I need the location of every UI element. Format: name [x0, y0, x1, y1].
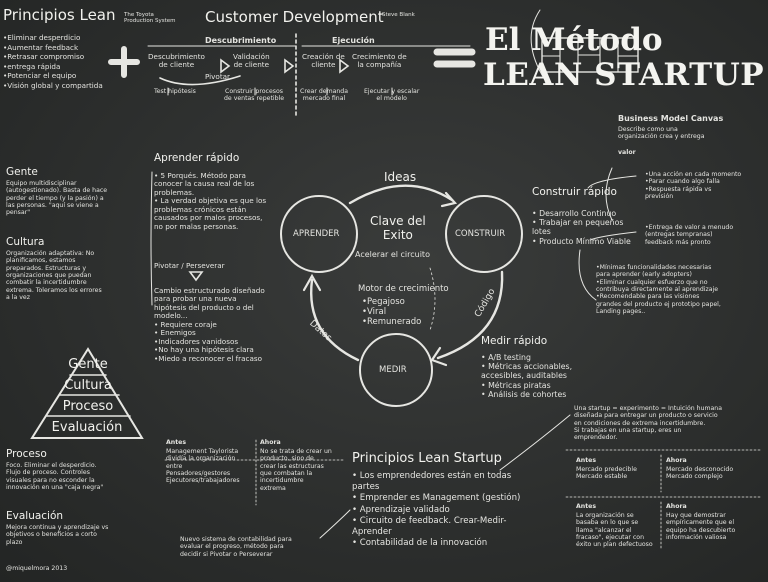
lean-principles-list: •Eliminar desperdicio •Aumentar feedback… — [3, 33, 103, 90]
process-text: Foco. Eliminar el desperdicio. Flujo de … — [6, 462, 104, 491]
step-customer-creation: Creación de cliente — [302, 52, 345, 70]
bmc-title: Business Model Canvas — [618, 114, 724, 123]
learn-items: • 5 Porqués. Método para conocer la caus… — [154, 171, 267, 231]
compare3-before: Management Taylorista dividía la organiz… — [166, 448, 240, 485]
pyramid-process: Proceso — [62, 399, 114, 414]
build-notes-2: •Entrega de valor a menudo (entregas tem… — [645, 224, 734, 246]
build-title: Construir rápido — [532, 186, 617, 198]
sub-create-demand: Crear demanda mercado final — [300, 88, 349, 103]
pivot-persevere-title: Pivotar / Perseverar — [154, 261, 225, 270]
growth-engine-items: •Pegajoso •Viral •Remunerado — [362, 297, 422, 328]
compare1-before: Mercado predecible Mercado estable — [576, 466, 637, 481]
evaluation-text: Mejora continua y aprendizaje vs objetiv… — [6, 524, 109, 546]
growth-engine-title: Motor de crecimiento — [358, 284, 449, 294]
compare1-now-heading: Ahora — [666, 457, 687, 464]
sub-sales-process: Construir procesos de ventas repetible — [224, 88, 285, 103]
people-text: Equipo multidisciplinar (autogestionado)… — [6, 180, 108, 217]
pivot-label: Pivotar — [205, 72, 231, 81]
author-credit: @miquelmora 2013 — [6, 565, 68, 572]
customer-dev-author: Steve Blank — [382, 12, 415, 18]
cycle-ideas: Ideas — [384, 170, 417, 184]
measure-title: Medir rápido — [481, 335, 548, 347]
sub-scale-model: Ejecutar y escalar el modelo — [364, 88, 420, 103]
pyramid-evaluation: Evaluación — [51, 420, 123, 435]
pivot-persevere-text: Cambio estructurado diseñado para probar… — [154, 286, 265, 363]
build-items: • Desarrollo Continuo • Trabajar en pequ… — [532, 209, 631, 246]
compare1-now: Mercado desconocido Mercado complejo — [666, 466, 734, 481]
main-title-line1: El Método — [485, 22, 663, 58]
learn-title: Aprender rápido — [154, 152, 240, 164]
compare2-before: La organización se basaba en lo que se l… — [576, 512, 653, 549]
evaluation-title: Evaluación — [6, 510, 64, 522]
pyramid-people: Gente — [68, 357, 108, 372]
step-customer-validation: Validación de cliente — [233, 52, 270, 70]
compare3-now: No se trata de crear un producto, sino d… — [260, 448, 332, 492]
cycle-build: CONSTRUIR — [455, 229, 506, 239]
compare1-before-heading: Antes — [576, 457, 597, 464]
cycle-accelerate: Acelerar el circuito — [355, 250, 430, 259]
plus-sign-icon — [108, 46, 140, 78]
pyramid-culture: Cultura — [64, 378, 112, 393]
cycle-measure: MEDIR — [379, 365, 407, 375]
step-customer-discovery: Descubrimiento de cliente — [148, 52, 205, 70]
culture-text: Organización adaptativa: No planificamos… — [6, 250, 102, 301]
lean-startup-principles-list: • Los emprendedores están en todas parte… — [352, 471, 521, 549]
bmc-desc: Describe como una organización crea y en… — [618, 126, 705, 141]
customer-dev-title: Customer Development — [205, 8, 384, 26]
lean-principles-subtitle: The Toyota Production System — [124, 12, 176, 25]
lean-principles-title: Principios Lean — [3, 6, 116, 24]
step-company-building: Crecimiento de la compañía — [352, 52, 407, 70]
execution-label: Ejecución — [332, 36, 375, 45]
culture-title: Cultura — [6, 236, 45, 248]
people-title: Gente — [6, 166, 38, 178]
cycle-center: Clave del Exito — [370, 214, 426, 243]
compare2-before-heading: Antes — [576, 503, 597, 510]
discovery-label: Descubrimiento — [205, 36, 277, 45]
equals-sign-icon — [433, 48, 476, 68]
compare2-now: Hay que demostrar empíricamente que el e… — [666, 512, 736, 541]
startup-equation: Una startup = experimento = Intuición hu… — [574, 405, 723, 442]
compare3-before-heading: Antes — [166, 439, 187, 446]
mvp-notes: •Mínimas funcionalidades necesarias para… — [596, 264, 721, 315]
measure-items: • A/B testing • Métricas accionables, ac… — [481, 353, 573, 399]
bmc-value: valor — [618, 149, 636, 156]
lean-startup-principles-title: Principios Lean Startup — [352, 451, 502, 466]
cycle-learn: APRENDER — [293, 229, 340, 239]
main-title-line2: LEAN STARTUP — [483, 57, 765, 93]
build-notes-1: •Una acción en cada momento •Parar cuand… — [645, 171, 742, 200]
sub-test-hypothesis: Test hipótesis — [154, 88, 196, 95]
accounting-note: Nuevo sistema de contabilidad para evalu… — [180, 536, 292, 558]
compare3-now-heading: Ahora — [260, 439, 281, 446]
process-title: Proceso — [6, 448, 47, 460]
compare2-now-heading: Ahora — [666, 503, 687, 510]
